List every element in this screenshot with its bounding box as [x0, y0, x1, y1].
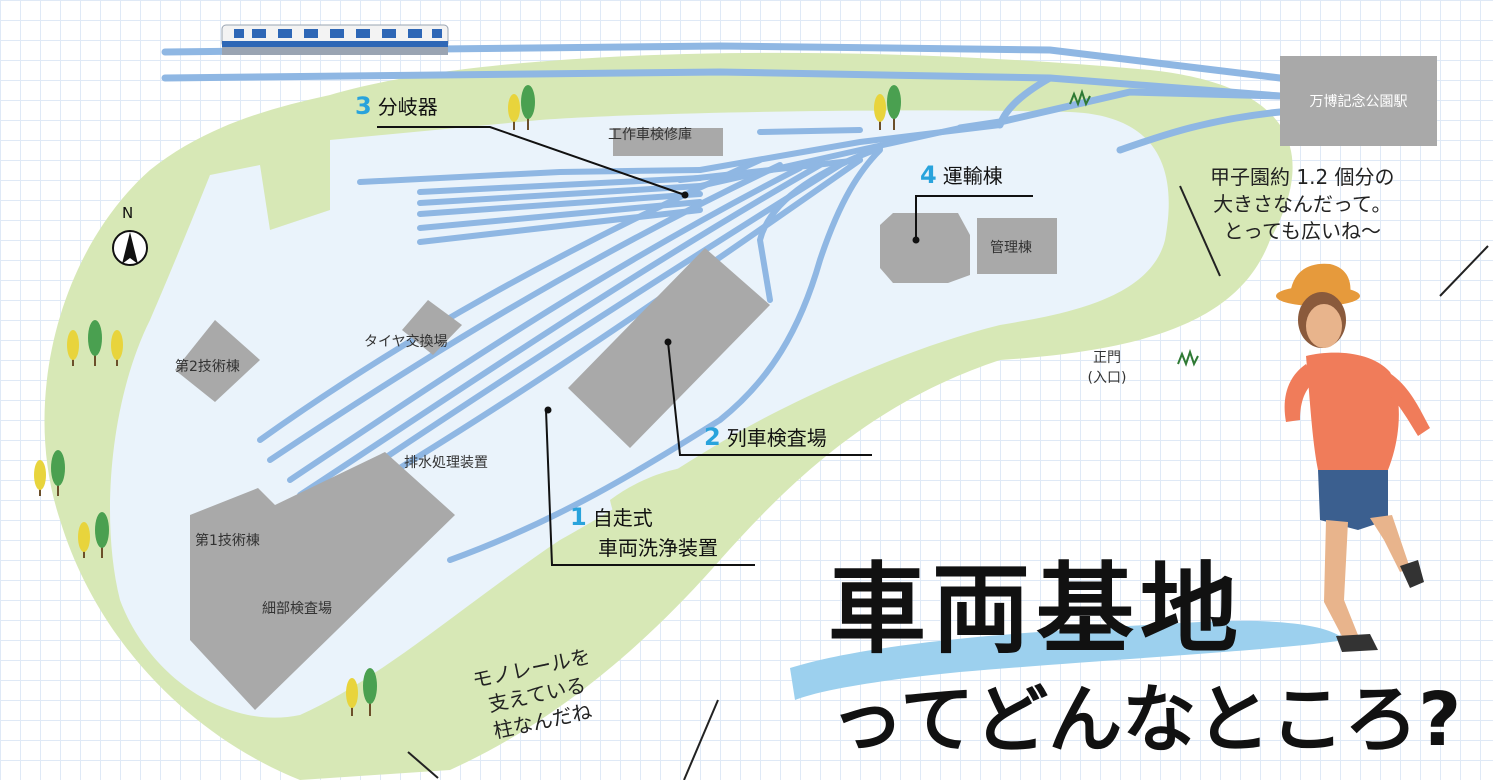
- building-engineering1: [190, 452, 455, 710]
- building-management: [977, 218, 1057, 274]
- green-notch: [610, 466, 720, 560]
- leader-dot-2: [664, 338, 672, 346]
- compass-north-label: N: [122, 204, 134, 222]
- label-tire-exchange: タイヤ交換場: [364, 334, 448, 350]
- label-main-gate-line2: (入口): [1087, 370, 1127, 386]
- label-management: 管理棟: [990, 240, 1032, 256]
- trees: [34, 85, 901, 716]
- speech-size-line2: 大きさなんだって。: [1213, 192, 1392, 216]
- title-brush-stroke: [790, 620, 1345, 700]
- label-engineering2: 第2技術棟: [175, 359, 240, 375]
- number-badge-1: 1: [570, 503, 587, 531]
- numbered-label-4-text: 運輸棟: [942, 164, 1003, 188]
- number-badge-3: 3: [355, 92, 372, 120]
- page-subtitle: ってどんなところ?: [830, 677, 1462, 763]
- leader-dot-3: [681, 191, 689, 199]
- building-work-car: [613, 128, 723, 156]
- building-transport: [880, 213, 970, 283]
- speech-size: 甲子園約 1.2 個分の 大きさなんだって。 とっても広いね〜: [1210, 164, 1395, 245]
- speech-size-line3: とっても広いね〜: [1223, 219, 1381, 243]
- speech-size-line1: 甲子園約 1.2 個分の: [1210, 165, 1395, 189]
- numbered-label-1-line1: 自走式: [592, 506, 653, 530]
- label-main-gate: 正門 (入口): [1084, 347, 1130, 387]
- leader-dot-4: [912, 236, 920, 244]
- label-main-gate-line1: 正門: [1093, 350, 1121, 366]
- leader-dot-1: [544, 406, 552, 414]
- monorail-train: [221, 24, 449, 55]
- compass-icon: [112, 230, 148, 266]
- depot-tracks: [257, 122, 1003, 563]
- speech-lines: [407, 185, 1489, 780]
- number-badge-4: 4: [920, 161, 937, 189]
- building-engineering2: [175, 320, 260, 402]
- label-detail-inspection: 細部検査場: [262, 601, 332, 617]
- number-badge-2: 2: [704, 423, 721, 451]
- numbered-label-1-line2: 車両洗浄装置: [598, 536, 718, 560]
- building-tire: [402, 300, 462, 355]
- station-label: 万博記念公園駅: [1309, 94, 1408, 110]
- grass: [1069, 88, 1199, 367]
- leader-lines: [377, 126, 1033, 566]
- station-building: 万博記念公園駅: [1280, 56, 1437, 146]
- numbered-label-2-text: 列車検査場: [726, 426, 827, 450]
- label-engineering1: 第1技術棟: [195, 533, 260, 549]
- numbered-label-3-text: 分岐器: [377, 95, 438, 119]
- label-drainage: 排水処理装置: [404, 455, 488, 471]
- label-work-car-shed: 工作車検修庫: [608, 127, 692, 143]
- page-title: 車両基地: [828, 553, 1245, 667]
- girl-illustration: [1276, 263, 1430, 652]
